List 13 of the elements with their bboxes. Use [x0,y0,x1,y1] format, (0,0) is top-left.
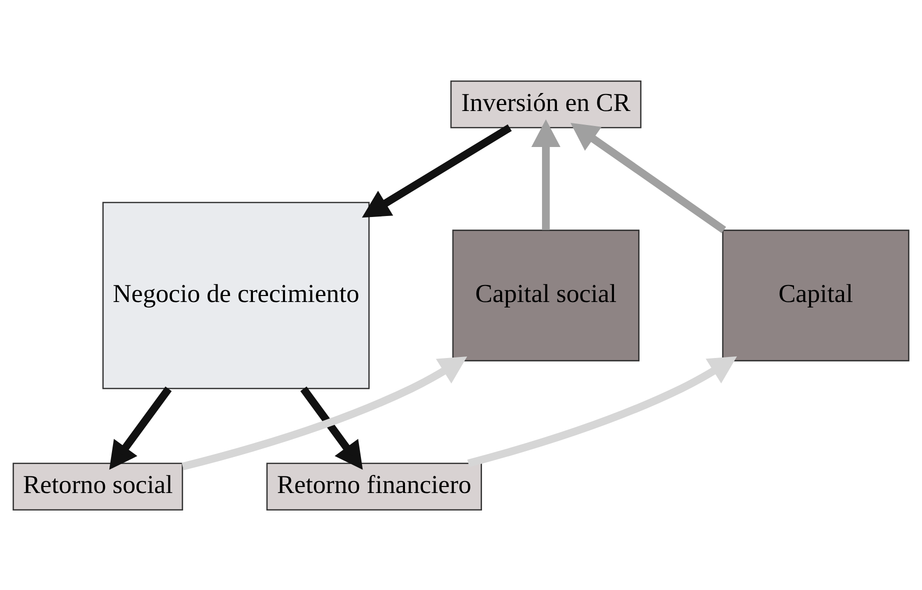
arrow [570,122,726,233]
node-box: Capital [722,229,910,361]
arrow [531,118,560,230]
arrow [109,386,172,470]
node-box: Retorno social [12,462,184,510]
node-box: Capital social [452,229,640,361]
arrow [362,124,512,218]
arrow [182,356,468,470]
arrow [300,386,363,470]
node-box: Negocio de crecimiento [102,201,370,389]
node-box: Retorno financiero [266,462,482,510]
node-box: Inversión en CR [450,80,642,128]
arrow [467,356,737,467]
